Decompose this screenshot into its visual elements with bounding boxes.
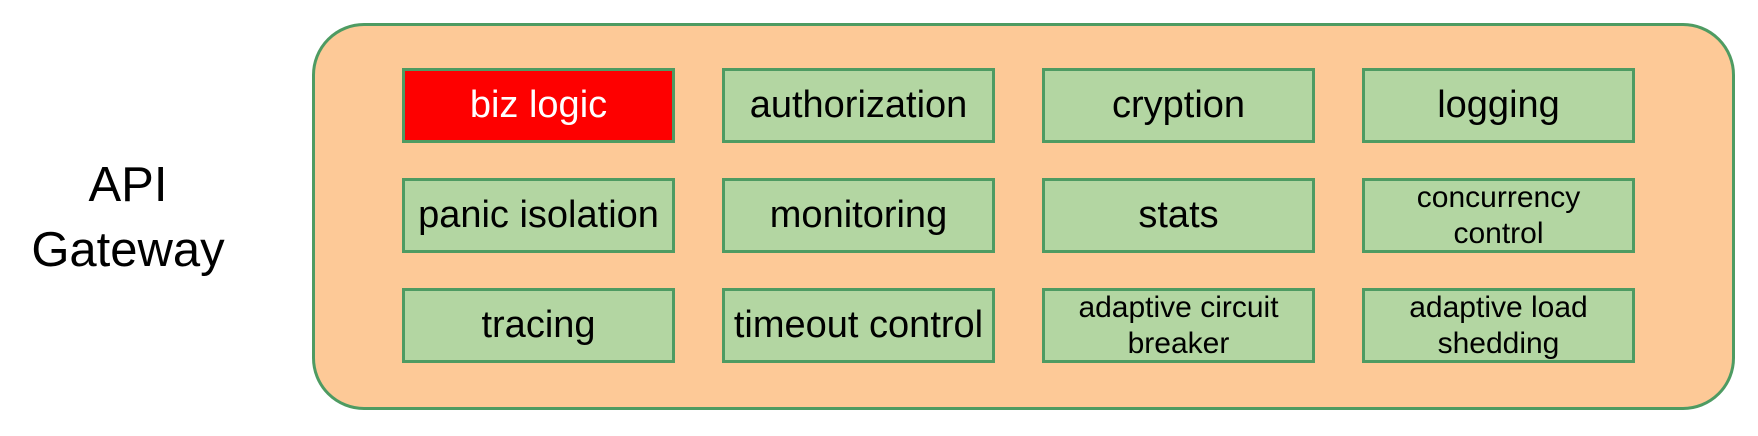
cell-logging: logging — [1362, 68, 1635, 143]
cell-timeout-control: timeout control — [722, 288, 995, 363]
cell-adaptive-load-shedding: adaptive load shedding — [1362, 288, 1635, 363]
cell-authorization: authorization — [722, 68, 995, 143]
cell-concurrency-control: concurrency control — [1362, 178, 1635, 253]
cell-biz-logic: biz logic — [402, 68, 675, 143]
cell-monitoring: monitoring — [722, 178, 995, 253]
api-gateway-title: API Gateway — [31, 158, 225, 277]
cell-adaptive-circuit-breaker: adaptive circuit breaker — [1042, 288, 1315, 363]
gateway-cell-grid: biz logic authorization cryption logging… — [312, 23, 1735, 410]
cell-stats: stats — [1042, 178, 1315, 253]
cell-panic-isolation: panic isolation — [402, 178, 675, 253]
cell-tracing: tracing — [402, 288, 675, 363]
cell-cryption: cryption — [1042, 68, 1315, 143]
